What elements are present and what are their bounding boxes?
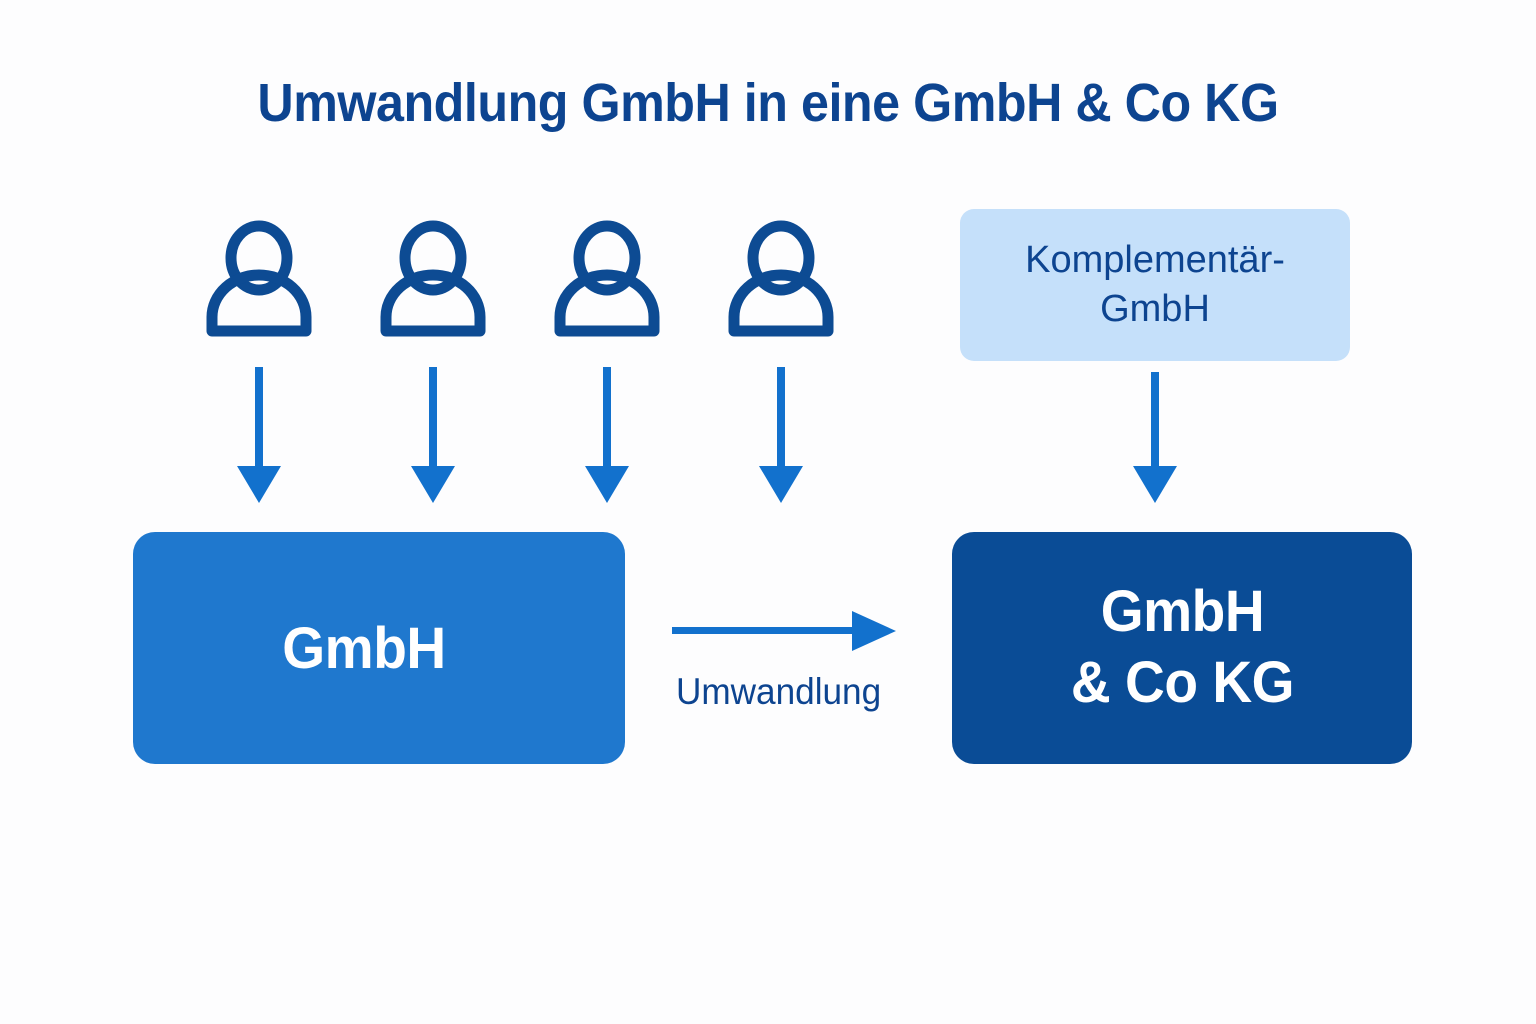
- komplementaer-line-1: Komplementär-: [1025, 238, 1285, 281]
- person-icon: [377, 217, 489, 337]
- gmbh-box-label: GmbH: [282, 615, 446, 681]
- person-icon: [203, 217, 315, 337]
- page-title: Umwandlung GmbH in eine GmbH & Co KG: [257, 73, 1279, 133]
- komplementaer-gmbh-box: Komplementär- GmbH: [960, 209, 1350, 361]
- person-icon: [551, 217, 663, 337]
- arrow-down-icon: [751, 367, 811, 505]
- gmbh-co-kg-line-2: & Co KG: [1070, 650, 1294, 715]
- gmbh-co-kg-box: GmbH & Co KG: [952, 532, 1412, 764]
- arrow-down-icon: [577, 367, 637, 505]
- person-icon: [725, 217, 837, 337]
- arrow-down-icon: [403, 367, 463, 505]
- arrow-down-icon: [229, 367, 289, 505]
- gmbh-co-kg-line-1: GmbH: [1100, 579, 1264, 645]
- arrow-right-icon: [672, 606, 900, 656]
- conversion-arrow-label: Umwandlung: [676, 671, 882, 712]
- arrow-down-icon: [1125, 372, 1185, 505]
- gmbh-box: GmbH: [133, 532, 625, 764]
- komplementaer-line-2: GmbH: [1100, 288, 1210, 330]
